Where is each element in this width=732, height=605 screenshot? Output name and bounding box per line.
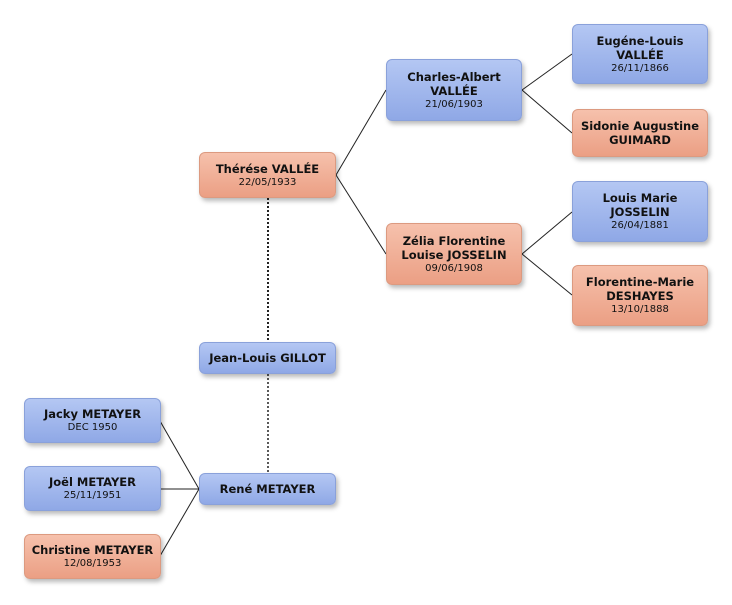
person-date: 09/06/1908 [425, 262, 483, 274]
person-name: Eugéne-Louis VALLÉE [596, 33, 684, 62]
person-name: Sidonie Augustine GUIMARD [580, 119, 700, 147]
connector-charles-eugene [521, 53, 573, 91]
person-name: Jacky METAYER [43, 407, 142, 421]
person-eugene-louis-vallee[interactable]: Eugéne-Louis VALLÉE 26/11/1866 [572, 24, 708, 84]
person-name: Louis Marie JOSSELIN [602, 191, 678, 219]
connector-rene-christine [159, 488, 200, 557]
person-date: 22/05/1933 [238, 176, 297, 188]
person-date: 26/04/1881 [611, 220, 669, 231]
person-name: Charles-Albert VALLÉE [407, 69, 501, 98]
person-date: 21/06/1903 [425, 98, 483, 110]
person-name: Thérése VALLÉE [215, 161, 320, 176]
person-therese-vallee[interactable]: Thérése VALLÉE 22/05/1933 [199, 152, 336, 198]
person-name: Joël METAYER [48, 475, 136, 489]
connector-rene-jacky [159, 420, 200, 490]
person-jean-louis-gillot[interactable]: Jean-Louis GILLOT [199, 342, 336, 374]
person-name: Jean-Louis GILLOT [209, 351, 326, 365]
person-rene-metayer[interactable]: René METAYER [199, 473, 336, 505]
connector-therese-charles [335, 89, 387, 176]
person-christine-metayer[interactable]: Christine METAYER 12/08/1953 [24, 534, 161, 579]
person-date: 26/11/1866 [611, 62, 669, 74]
person-jacky-metayer[interactable]: Jacky METAYER DEC 1950 [24, 398, 161, 443]
person-date: DEC 1950 [67, 422, 118, 433]
person-louis-marie-josselin[interactable]: Louis Marie JOSSELIN 26/04/1881 [572, 181, 708, 242]
person-joel-metayer[interactable]: Joël METAYER 25/11/1951 [24, 466, 161, 511]
connector-therese-zelia [335, 174, 387, 255]
person-name: Zélia Florentine Louise JOSSELIN [401, 233, 507, 262]
person-zelia-florentine-louise-josselin[interactable]: Zélia Florentine Louise JOSSELIN 09/06/1… [386, 223, 522, 285]
person-date: 13/10/1888 [611, 304, 669, 315]
person-name: Christine METAYER [31, 543, 154, 557]
person-date: 25/11/1951 [63, 490, 122, 501]
connector-zelia-louis [521, 211, 573, 255]
person-florentine-marie-deshayes[interactable]: Florentine-Marie DESHAYES 13/10/1888 [572, 265, 708, 326]
person-name: Florentine-Marie DESHAYES [585, 275, 695, 303]
person-charles-albert-vallee[interactable]: Charles-Albert VALLÉE 21/06/1903 [386, 59, 522, 121]
connector-zelia-florentine [521, 253, 573, 296]
person-sidonie-augustine-guimard[interactable]: Sidonie Augustine GUIMARD [572, 109, 708, 157]
connector-charles-sidonie [521, 89, 573, 134]
person-date: 12/08/1953 [63, 558, 122, 569]
person-name: René METAYER [219, 482, 316, 496]
